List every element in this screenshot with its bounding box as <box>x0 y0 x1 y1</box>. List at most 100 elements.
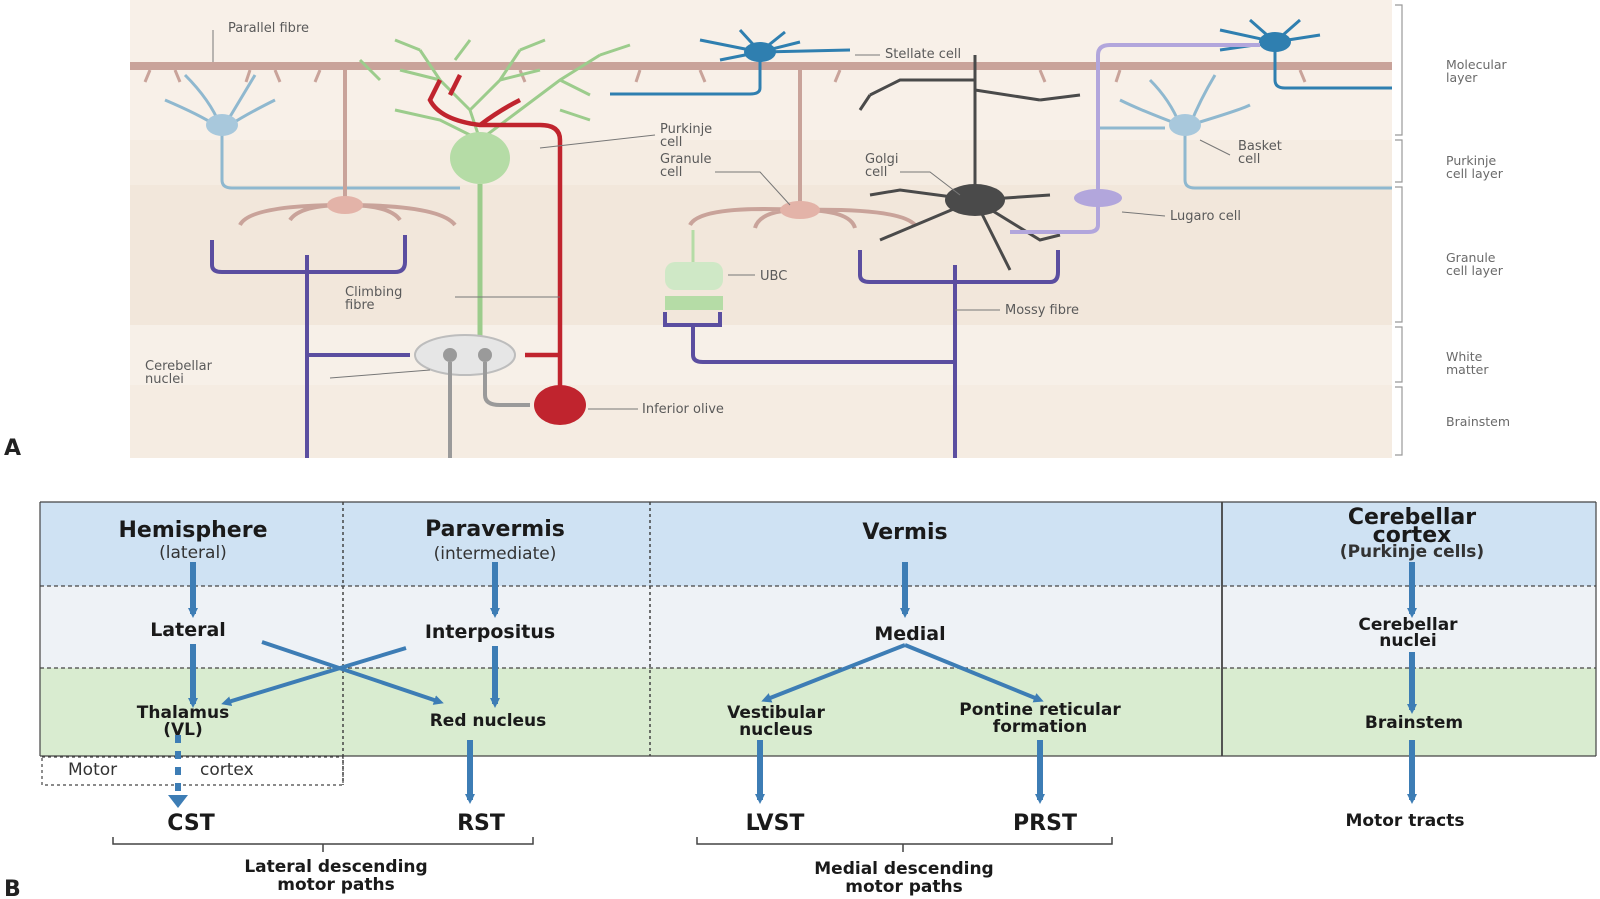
layer-white-2: matter <box>1446 362 1489 377</box>
prst-label: PRST <box>1013 811 1077 836</box>
granule-cell-center <box>688 70 917 229</box>
paravermis-title: Paravermis <box>425 517 565 542</box>
medial-nucleus: Medial <box>874 623 945 645</box>
lateral-paths-2: motor paths <box>277 875 395 895</box>
layer-granule-1: Granule <box>1446 250 1496 265</box>
mossy-fibre-center <box>663 250 1060 458</box>
golgi-cell-body <box>945 184 1005 216</box>
medial-paths-1: Medial descending <box>814 859 993 879</box>
granule-cell-body-left <box>327 196 363 214</box>
lugaro-cell <box>1010 43 1260 234</box>
lateral-brace <box>112 837 534 852</box>
label-inferior-olive: Inferior olive <box>642 402 724 417</box>
purkinje-layer-band <box>130 140 1392 185</box>
label-mossy-fibre: Mossy fibre <box>1005 303 1079 318</box>
label-cerebellar-nuclei-1: Cerebellar <box>145 359 213 374</box>
parallel-fibre-spines <box>143 69 1307 83</box>
hemisphere-subtitle: (lateral) <box>159 543 227 563</box>
vestibular-label-2: nucleus <box>739 720 813 740</box>
thalamus-cst-arrow <box>168 735 188 808</box>
cortex-label: cortex <box>200 760 254 780</box>
header-band <box>40 502 1596 586</box>
basket-cell-right <box>1100 74 1392 190</box>
panel-a-label: A <box>4 436 21 461</box>
lugaro-cell-body <box>1074 189 1122 207</box>
label-basket-cell-2: cell <box>1238 152 1260 167</box>
ubc-dendrites <box>665 296 723 310</box>
pontine-label-1: Pontine reticular <box>959 700 1121 720</box>
layer-brainstem: Brainstem <box>1446 414 1510 429</box>
cerebellar-nuclei <box>414 334 516 376</box>
cerebellar-nuclei-2: nuclei <box>1379 631 1436 651</box>
layer-brackets <box>1395 4 1403 456</box>
inferior-olive-body <box>534 385 586 425</box>
cst-label: CST <box>167 811 214 836</box>
purkinje-cell-body <box>450 132 510 184</box>
thalamus-vl-label: (VL) <box>163 720 203 740</box>
layer-granule-2: cell layer <box>1446 263 1504 278</box>
climbing-fibre <box>427 73 563 400</box>
golgi-cell <box>858 55 1081 271</box>
label-basket-cell-1: Basket <box>1238 139 1282 154</box>
pathway-arrows <box>188 562 1417 804</box>
label-purkinje-cell-2: cell <box>660 135 682 150</box>
layer-purkinje-1: Purkinje <box>1446 153 1496 168</box>
label-climbing-fibre-1: Climbing <box>345 285 402 300</box>
stellate-cell-right <box>1219 18 1392 90</box>
label-golgi-cell-1: Golgi <box>865 152 899 167</box>
label-granule-cell-1: Granule <box>660 152 711 167</box>
label-parallel-fibre: Parallel fibre <box>228 21 309 36</box>
panel-b-label: B <box>4 877 21 899</box>
vermis-title: Vermis <box>862 520 947 545</box>
target-band <box>40 668 1596 756</box>
medial-brace <box>696 837 1113 852</box>
label-lugaro-cell: Lugaro cell <box>1170 209 1241 224</box>
cerebellar-nuclei-1: Cerebellar <box>1358 615 1458 635</box>
label-golgi-cell-2: cell <box>865 165 887 180</box>
label-climbing-fibre-2: fibre <box>345 298 375 313</box>
thalamus-label: Thalamus <box>137 703 229 723</box>
basket-cell-body-right <box>1169 114 1201 136</box>
general-title-2: cortex <box>1373 523 1452 548</box>
label-cerebellar-nuclei-2: nuclei <box>145 372 184 387</box>
layer-white-1: White <box>1446 349 1483 364</box>
brainstem-band <box>130 385 1392 458</box>
red-nucleus-label: Red nucleus <box>430 711 547 731</box>
purkinje-dendrites <box>358 38 631 142</box>
rst-label: RST <box>457 811 505 836</box>
label-stellate-cell: Stellate cell <box>885 47 961 62</box>
motor-cortex-box <box>41 756 344 786</box>
layer-molecular-2: layer <box>1446 70 1478 85</box>
granule-cell-body-center <box>780 201 820 219</box>
panel-a: Parallel fibre Stellate cell Purkinje ce… <box>4 0 1510 461</box>
brainstem-label: Brainstem <box>1365 713 1463 733</box>
medial-paths-2: motor paths <box>845 877 963 897</box>
mossy-fibre-left <box>210 235 410 458</box>
general-subtitle: (Purkinje cells) <box>1340 542 1484 562</box>
granule-cell-left <box>238 70 457 227</box>
stellate-cell-body-right <box>1259 32 1291 52</box>
lateral-paths-1: Lateral descending <box>244 857 427 877</box>
stellate-cell <box>610 28 851 96</box>
motor-label: Motor <box>68 760 117 780</box>
label-purkinje-cell-1: Purkinje <box>660 122 712 137</box>
vestibular-label-1: Vestibular <box>727 703 825 723</box>
pontine-label-2: formation <box>993 717 1087 737</box>
general-title-1: Cerebellar <box>1348 505 1476 530</box>
interpositus-nucleus: Interpositus <box>425 621 555 643</box>
paravermis-subtitle: (intermediate) <box>434 544 557 564</box>
panel-b: Hemisphere (lateral) Paravermis (interme… <box>4 501 1597 899</box>
basket-cell-body-left <box>206 114 238 136</box>
hemisphere-title: Hemisphere <box>119 518 268 543</box>
panel-a-labels: Parallel fibre Stellate cell Purkinje ce… <box>145 21 1282 417</box>
stellate-cell-body <box>744 42 776 62</box>
label-granule-cell-2: cell <box>660 165 682 180</box>
label-ubc: UBC <box>760 269 787 284</box>
basket-cell-left <box>164 73 460 190</box>
layer-molecular-1: Molecular <box>1446 57 1508 72</box>
crossing-arrows <box>221 640 1044 707</box>
nuclei-output <box>448 362 530 458</box>
lateral-nucleus: Lateral <box>150 619 226 641</box>
motor-tracts-label: Motor tracts <box>1345 811 1464 831</box>
